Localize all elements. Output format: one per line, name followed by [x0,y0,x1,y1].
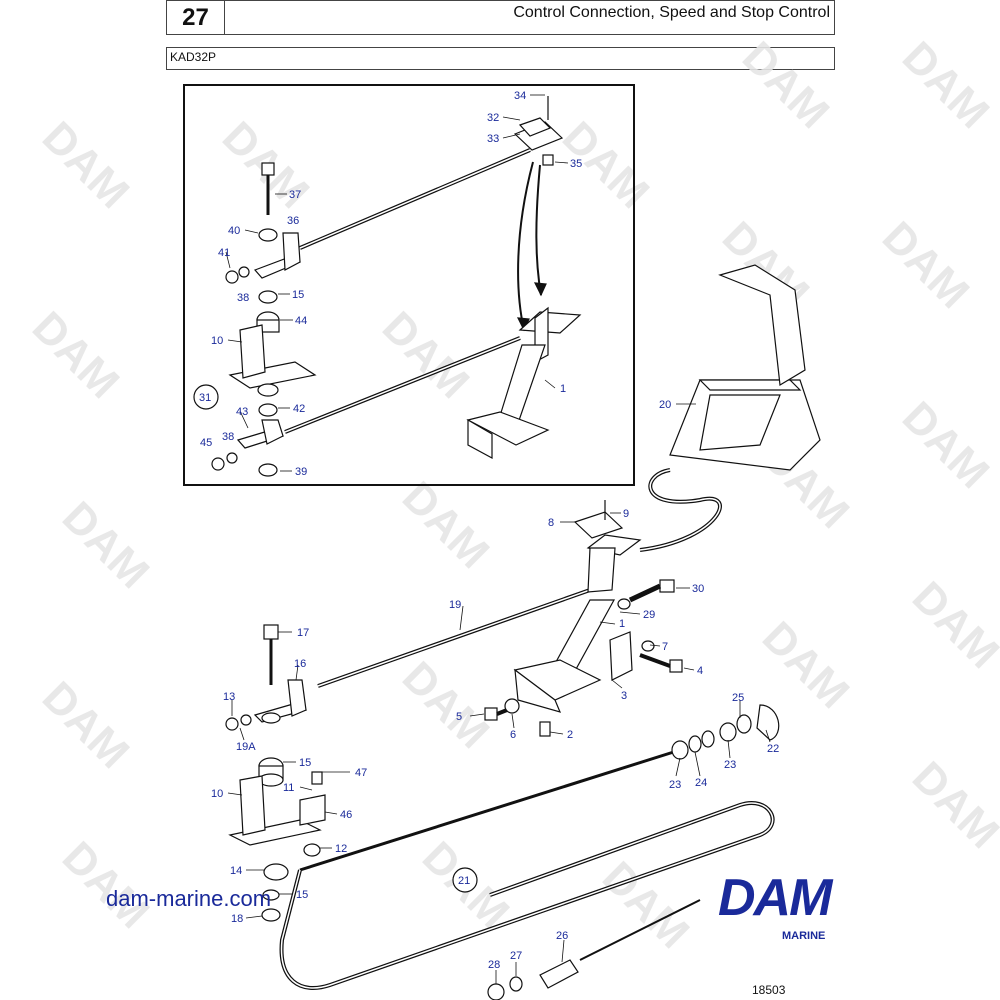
callout-label: 15 [292,289,304,301]
watermark-text: DAM [893,32,999,138]
watermark-text: DAM [23,302,129,408]
callout-label: 14 [230,865,242,877]
callout-label: 31 [199,392,211,404]
callout-label: 40 [228,225,240,237]
watermark-text: DAM [33,672,139,778]
model-bar: KAD32P [166,47,835,70]
watermark-text: DAM [593,852,699,958]
callout-label: 6 [510,729,516,741]
callout-label: 47 [355,767,367,779]
callout-label: 10 [211,335,223,347]
callout-label: 9 [623,508,629,520]
callout-label: 12 [335,843,347,855]
watermark-text: DAM [873,212,979,318]
callout-label: 38 [237,292,249,304]
callout-label: 32 [487,112,499,124]
callout-label: 39 [295,466,307,478]
callout-label: 1 [619,618,625,630]
callout-label: 26 [556,930,568,942]
callout-label: 17 [297,627,309,639]
watermark-text: DAM [903,752,1000,858]
callout-label: 7 [662,641,668,653]
callout-label: 23 [669,779,681,791]
callout-label: 13 [223,691,235,703]
inset-frame [183,84,635,486]
callout-label: 1 [560,383,566,395]
page-number: 27 [167,1,225,34]
callout-label: 30 [692,583,704,595]
watermark-text: DAM [893,392,999,498]
callout-label: 27 [510,950,522,962]
watermark-text: DAM [53,492,159,598]
dam-logo: DAM [718,869,832,927]
callout-label: 42 [293,403,305,415]
inset-parts [193,96,582,477]
callout-label: 35 [570,158,582,170]
watermark-text: DAM [713,212,819,318]
watermark-text: DAM [903,572,1000,678]
callout-label: 44 [295,315,307,327]
callout-label: 16 [294,658,306,670]
dam-logo-subtitle: MARINE [782,930,826,942]
callout-label: 41 [218,247,230,259]
callout-label: 25 [732,692,744,704]
watermark-text: DAM [733,32,839,138]
callout-label: 19A [236,741,256,753]
callout-label: 24 [695,777,707,789]
callout-label: 15 [296,889,308,901]
callout-label: 28 [488,959,500,971]
callout-label: 43 [236,406,248,418]
callout-label: 2 [567,729,573,741]
callout-label: 5 [456,711,462,723]
watermark-text: DAM [753,612,859,718]
callout-label: 11 [283,782,294,794]
callout-label: 18 [231,913,243,925]
callout-label: 38 [222,431,234,443]
callout-label: 29 [643,609,655,621]
callout-label: 46 [340,809,352,821]
watermark-text: DAM [553,112,659,218]
website-link[interactable]: dam-marine.com [106,886,272,911]
callout-label: 21 [458,875,470,887]
model-label: KAD32P [170,50,217,64]
callout-label: 37 [289,189,301,201]
callout-label: 20 [659,399,671,411]
callout-label: 45 [200,437,212,449]
callout-label: 23 [724,759,736,771]
drawing-number: 18503 [752,983,786,997]
callouts: 34 32 33 35 37 36 40 41 38 15 44 10 31 4… [199,90,779,971]
leader-lines [225,94,771,984]
page-title: Control Connection, Speed and Stop Contr… [513,4,830,21]
watermark-text: DAM [393,652,499,758]
header-bar: 27 Control Connection, Speed and Stop Co… [166,0,835,35]
watermark-text: DAM [393,472,499,578]
callout-label: 10 [211,788,223,800]
callout-label: 22 [767,743,779,755]
main-parts [225,264,821,1000]
callout-label: 8 [548,517,554,529]
callout-label: 3 [621,690,627,702]
callout-label: 34 [514,90,526,102]
callout-label: 33 [487,133,499,145]
watermark-text: DAM [33,112,139,218]
callout-label: 15 [299,757,311,769]
watermark: DAM DAM DAM DAM DAM DAM DAM DAM DAM DAM … [23,32,1000,958]
callout-label: 19 [449,599,461,611]
callout-label: 4 [697,665,703,677]
callout-label: 36 [287,215,299,227]
